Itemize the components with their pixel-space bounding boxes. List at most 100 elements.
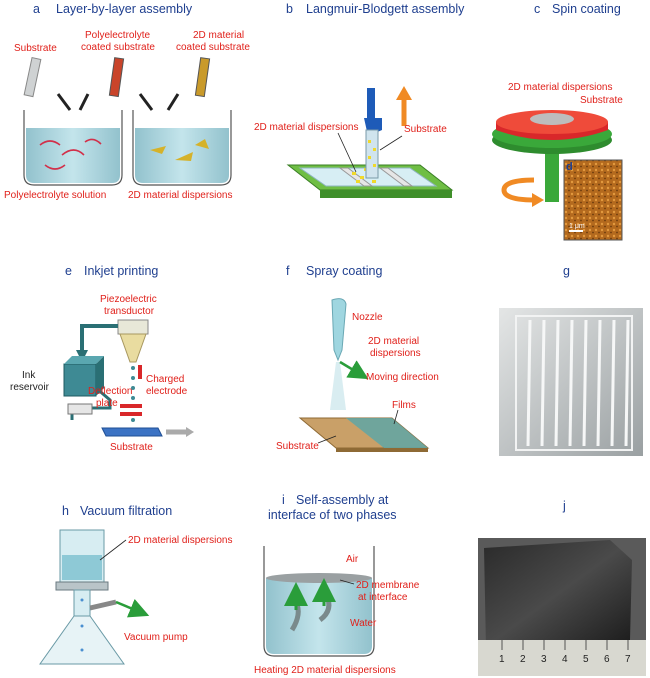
panel-e-title: Inkjet printing xyxy=(84,264,158,278)
lb-substrate-flakes xyxy=(368,140,376,167)
side-arm xyxy=(89,599,117,611)
rotation-arrow-icon xyxy=(532,193,544,207)
spray-film xyxy=(346,418,428,448)
label-films: Films xyxy=(392,400,416,411)
panel-f-title: Spray coating xyxy=(306,264,382,278)
scale-bar-label: 1 μm xyxy=(569,223,585,230)
label-disp-1-f: 2D material xyxy=(368,336,419,347)
leader-h xyxy=(99,539,127,561)
flask-neck xyxy=(73,589,91,617)
ink-tube xyxy=(80,324,118,356)
ruler-num-2: 2 xyxy=(520,654,526,665)
deflection-plate-1 xyxy=(120,404,142,408)
label-pump: Vacuum pump xyxy=(124,632,188,643)
panel-g: g xyxy=(499,264,643,456)
bare-substrate xyxy=(23,56,42,98)
moving-arrow xyxy=(339,360,369,380)
panel-i-title-2: interface of two phases xyxy=(268,508,397,522)
panel-d-letter: d xyxy=(566,161,573,173)
label-heating: Heating 2D material dispersions xyxy=(254,665,396,676)
panel-j: j 1 2 3 4 5 6 7 xyxy=(478,499,646,676)
label-deflect-2: plate xyxy=(96,398,118,409)
label-charged-2: electrode xyxy=(146,386,188,397)
label-disp-2-f: dispersions xyxy=(370,348,421,359)
lb-arrow-up-icon xyxy=(396,86,412,100)
ruler-num-7: 7 xyxy=(625,654,631,665)
label-membrane-1: 2D membrane xyxy=(356,580,420,591)
charged-electrode xyxy=(138,365,142,379)
panel-i-title-1: Self-assembly at xyxy=(296,493,389,507)
label-substrate-a: Substrate xyxy=(14,43,57,54)
gutter xyxy=(67,403,93,415)
vacuum-flask xyxy=(39,615,125,665)
panel-g-letter: g xyxy=(563,264,570,278)
leader-films xyxy=(393,409,399,425)
spray-substrate-edge xyxy=(336,448,428,452)
panel-h-letter: h xyxy=(62,504,69,518)
substrate-move-arrow-icon xyxy=(186,427,194,437)
ruler-num-5: 5 xyxy=(583,654,589,665)
label-ink-1: Ink xyxy=(22,370,36,381)
lb-barrier-2 xyxy=(378,167,414,187)
ruler-num-4: 4 xyxy=(562,654,568,665)
panel-f: f Spray coating Nozzle 2D material dispe… xyxy=(276,264,439,452)
panel-i: i Self-assembly at interface of two phas… xyxy=(254,493,420,676)
ruler-num-6: 6 xyxy=(604,654,610,665)
ruler-num-1: 1 xyxy=(499,654,505,665)
interface-beaker xyxy=(263,546,375,657)
label-substrate-e: Substrate xyxy=(110,442,153,453)
lb-trough-side xyxy=(320,190,452,198)
label-piezo-2: transductor xyxy=(104,306,155,317)
leader-substrate-f xyxy=(317,435,337,444)
inkjet-substrate xyxy=(101,427,163,437)
funnel-liquid xyxy=(62,555,102,580)
panel-c: c Spin coating 2D material dispersions S… xyxy=(492,2,623,241)
label-ink-2: reservoir xyxy=(10,382,50,393)
dip-arrow-3 xyxy=(138,93,154,111)
film-border xyxy=(515,315,633,451)
label-substrate-c: Substrate xyxy=(580,95,623,106)
afm-image xyxy=(563,159,623,241)
panel-a: a Layer-by-layer assembly Substrate Poly… xyxy=(4,2,250,201)
leader-membrane xyxy=(339,579,355,585)
lb-holder xyxy=(367,88,375,118)
ruler-ticks xyxy=(501,640,629,650)
film-stripes xyxy=(526,319,630,447)
panel-c-title: Spin coating xyxy=(552,2,621,16)
ruler xyxy=(478,640,646,676)
spin-droplet xyxy=(530,113,574,125)
ink-reservoir-top xyxy=(64,356,104,364)
label-charged-1: Charged xyxy=(146,374,184,385)
dip-arrow-2 xyxy=(78,93,90,111)
label-substrate-f: Substrate xyxy=(276,441,319,452)
ruler-num-3: 3 xyxy=(541,654,547,665)
label-water: Water xyxy=(350,618,377,629)
label-poly-coated-1: Polyelectrolyte xyxy=(85,30,150,41)
spray-plume xyxy=(330,362,346,410)
rotation-arrow xyxy=(501,177,535,203)
panel-a-letter: a xyxy=(33,2,40,16)
filter-clamp xyxy=(55,581,109,591)
beaker-2 xyxy=(132,110,232,186)
panel-c-letter: c xyxy=(534,2,540,16)
label-deflect-1: Deflection xyxy=(88,386,132,397)
panel-b: b Langmuir-Blodgett assembly 2D material… xyxy=(254,2,465,198)
label-mat-dispersions-a: 2D material dispersions xyxy=(128,190,233,201)
vacuum-arrow xyxy=(115,598,150,618)
flakes-a xyxy=(150,139,209,161)
freestanding-membrane xyxy=(484,540,632,648)
polymer-chains xyxy=(39,138,102,170)
panel-e: e Inkjet printing Piezoelectric transduc… xyxy=(10,264,194,453)
polyelectrolyte-liquid xyxy=(26,128,120,183)
beaker-1 xyxy=(23,110,123,186)
panel-b-title: Langmuir-Blodgett assembly xyxy=(306,2,465,16)
scale-bar xyxy=(569,230,583,232)
label-nozzle: Nozzle xyxy=(352,312,383,323)
spin-shaft xyxy=(545,140,559,202)
poly-coated-substrate xyxy=(108,57,125,98)
panel-h-title: Vacuum filtration xyxy=(80,504,172,518)
leader-b-1 xyxy=(337,132,357,173)
label-mat-coated-1: 2D material xyxy=(193,30,244,41)
label-dispersions-c: 2D material dispersions xyxy=(508,82,613,93)
dip-arrow-1 xyxy=(56,93,72,111)
